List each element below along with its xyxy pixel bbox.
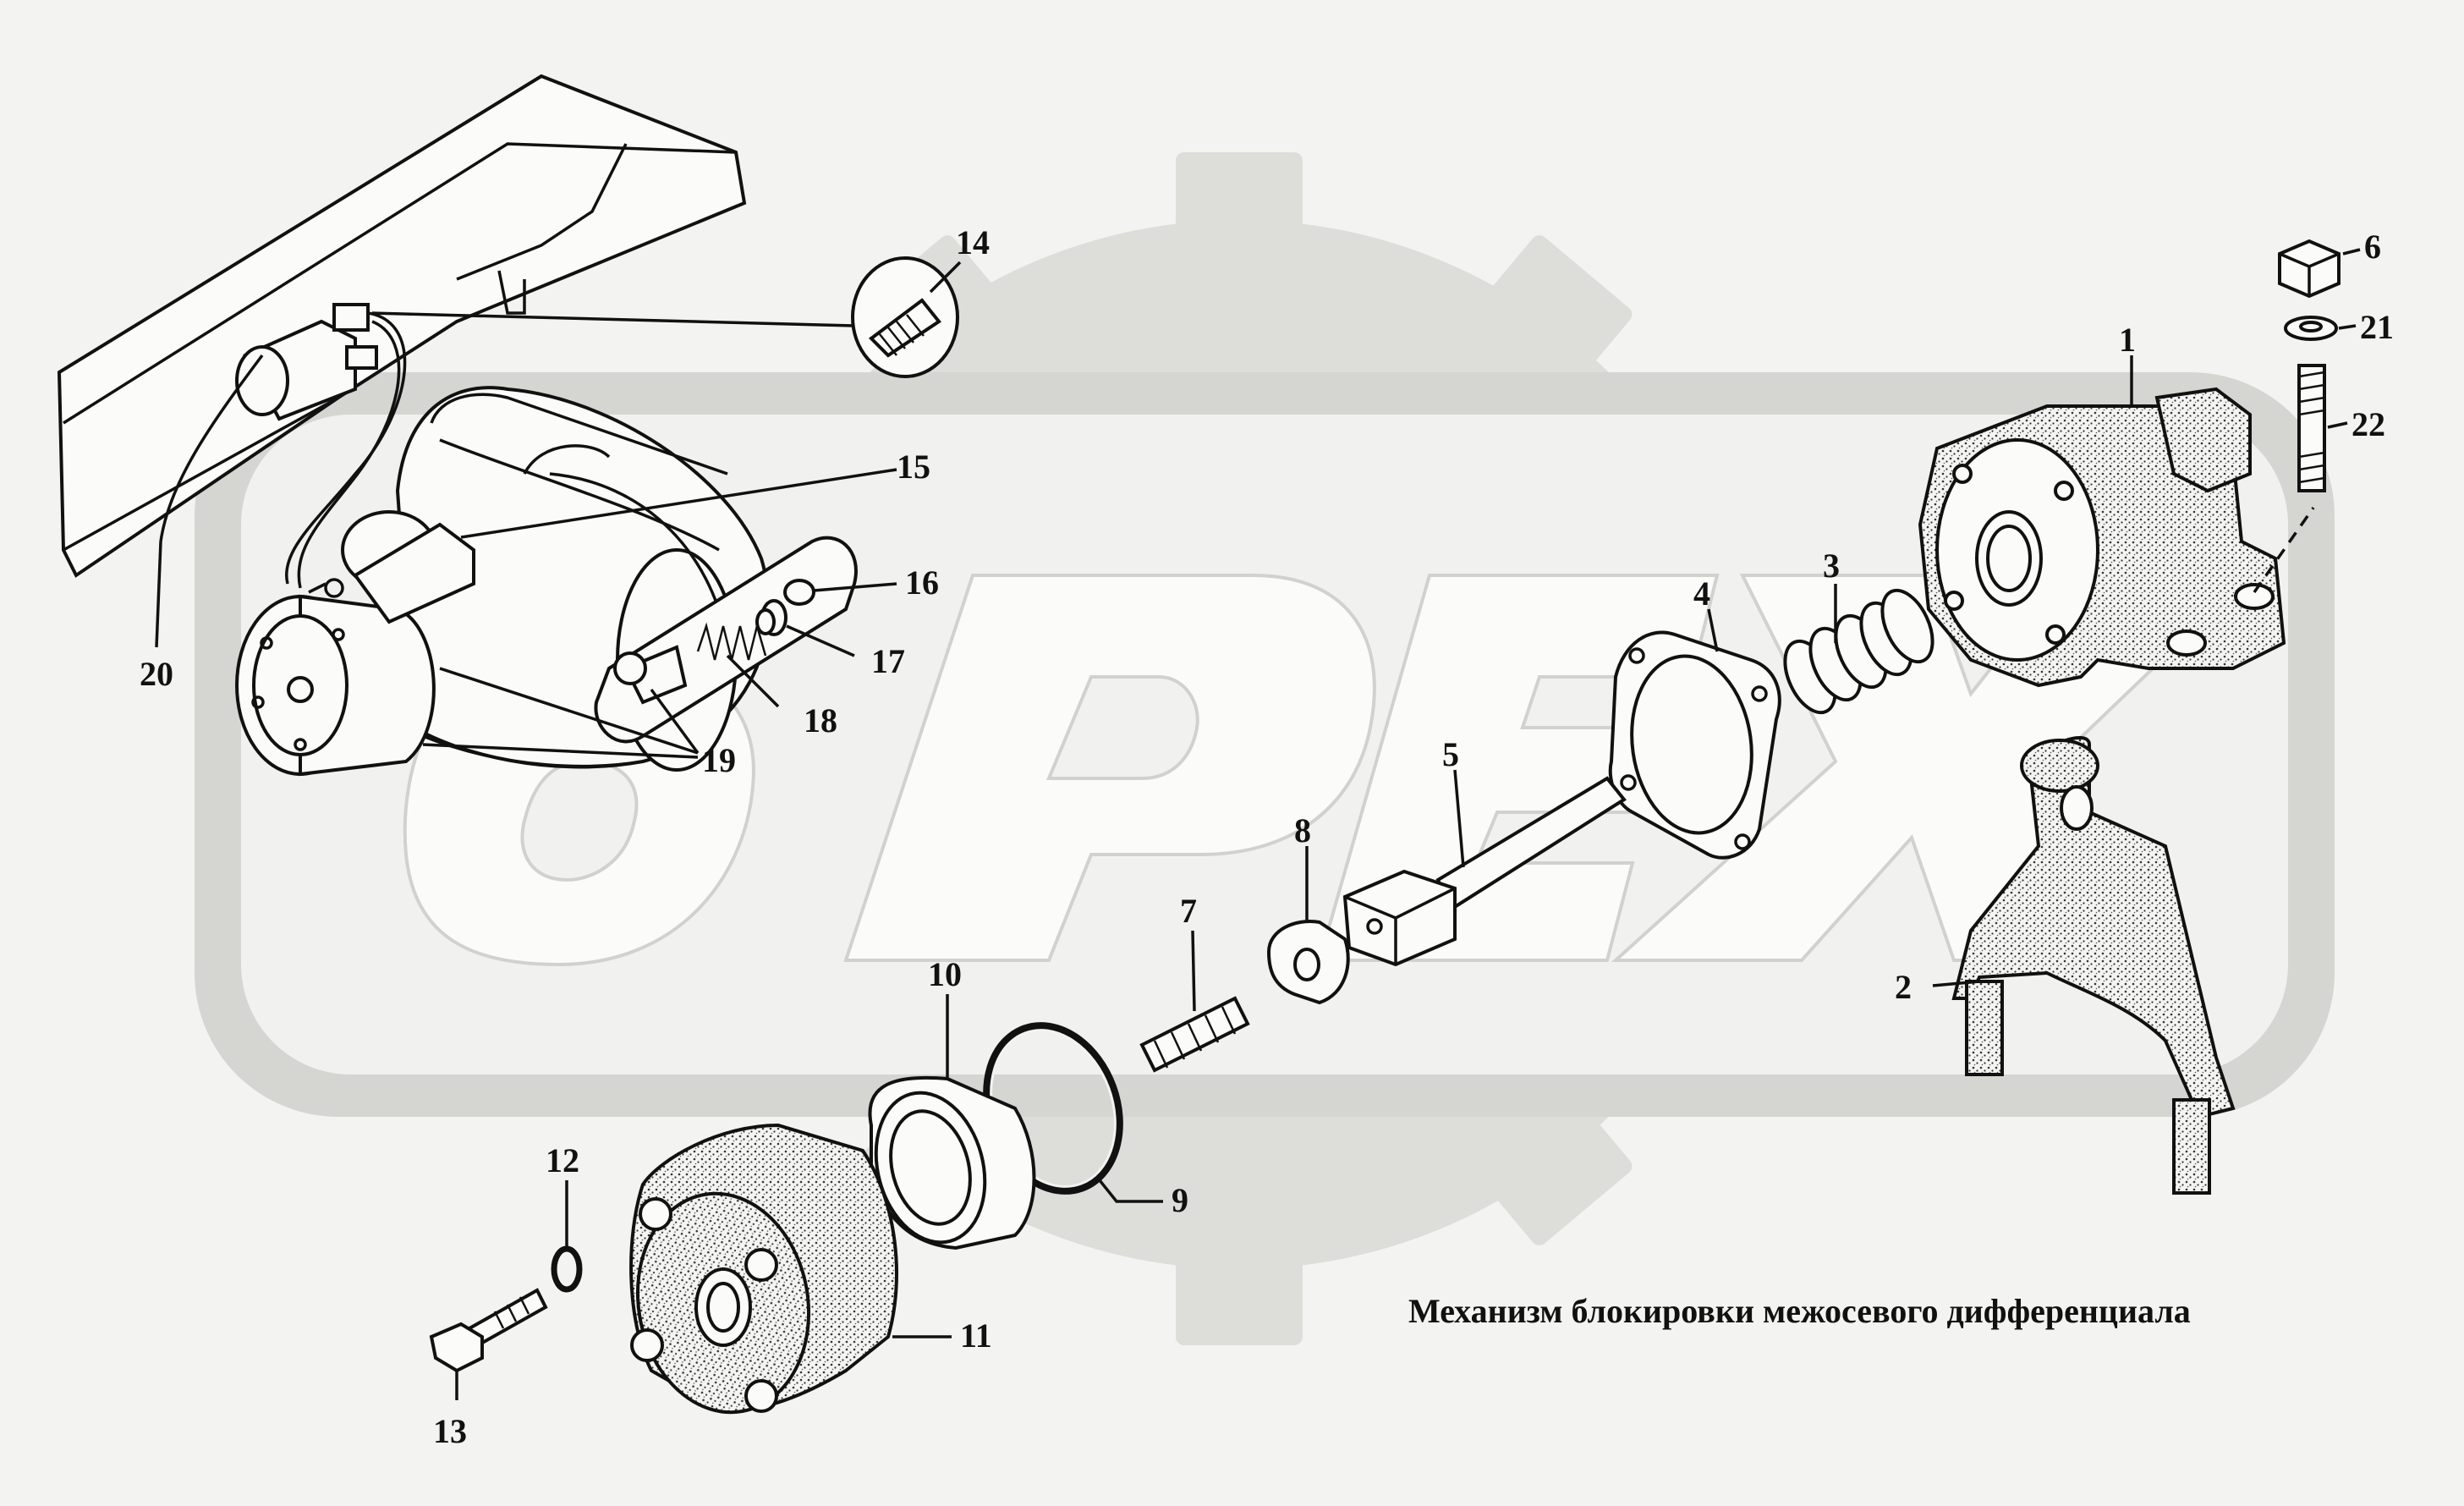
callout-12: 12 (546, 1141, 579, 1179)
callout-10: 10 (928, 955, 962, 993)
callout-11: 11 (960, 1316, 992, 1355)
part-11-cover (629, 1123, 898, 1415)
part-13-bolt (429, 1288, 548, 1373)
callout-labels: 1 2 3 4 5 6 7 8 9 10 11 12 13 14 15 16 1… (140, 223, 2394, 1450)
part-6-nut (2278, 239, 2341, 299)
part-8-nut (1266, 920, 1350, 1005)
callout-6: 6 (2364, 228, 2381, 266)
leader-lines (155, 248, 2361, 1400)
part-3-spring (1783, 588, 1934, 715)
callout-19: 19 (702, 741, 736, 779)
callout-20: 20 (140, 655, 173, 693)
callout-1: 1 (2119, 321, 2136, 359)
diagram-caption: Механизм блокировки межосевого дифференц… (1408, 1292, 2191, 1330)
part-1-housing (1918, 387, 2286, 688)
part-14-fitting (371, 256, 959, 378)
callout-16: 16 (905, 563, 939, 602)
callout-17: 17 (871, 642, 905, 680)
callout-9: 9 (1172, 1181, 1188, 1219)
callout-5: 5 (1442, 735, 1459, 773)
callout-18: 18 (804, 701, 837, 739)
part-12-washer (551, 1245, 583, 1293)
vehicle-frame (57, 74, 747, 578)
detail-bubble-switch (594, 536, 858, 744)
part-2-fork (1951, 735, 2236, 1195)
part-5-rod (1342, 776, 1627, 967)
callout-4: 4 (1693, 574, 1710, 613)
part-7-spring (1139, 996, 1250, 1073)
callout-3: 3 (1823, 547, 1840, 585)
part-15-chamber (308, 510, 475, 624)
callout-8: 8 (1294, 811, 1311, 849)
callout-22: 22 (2352, 405, 2385, 443)
callout-15: 15 (897, 448, 930, 486)
part-21-washer (2284, 316, 2338, 341)
part-20-valve (159, 303, 407, 589)
callout-14: 14 (956, 223, 990, 261)
callout-7: 7 (1180, 892, 1197, 930)
part-4-gasket (1608, 630, 1781, 860)
callout-13: 13 (433, 1412, 467, 1450)
part-10-piston (868, 1075, 1036, 1250)
callout-2: 2 (1895, 968, 1912, 1006)
callout-21: 21 (2360, 308, 2394, 346)
part-22-stud (2297, 364, 2326, 492)
